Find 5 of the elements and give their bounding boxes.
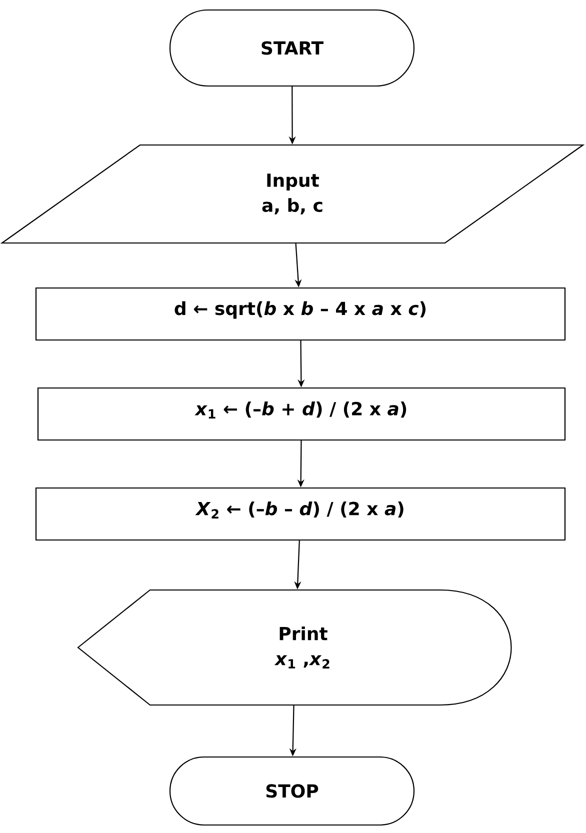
process-box: x$_{1}$ ← (–b + d) / (2 x a) bbox=[37, 387, 566, 441]
process-box: X$_{2}$ ← (–b – d) / (2 x a) bbox=[35, 487, 566, 541]
terminal-box: START bbox=[169, 9, 415, 87]
process-box: d ← sqrt(b x b – 4 x a x c) bbox=[35, 287, 566, 341]
terminal-box: STOP bbox=[169, 756, 415, 826]
